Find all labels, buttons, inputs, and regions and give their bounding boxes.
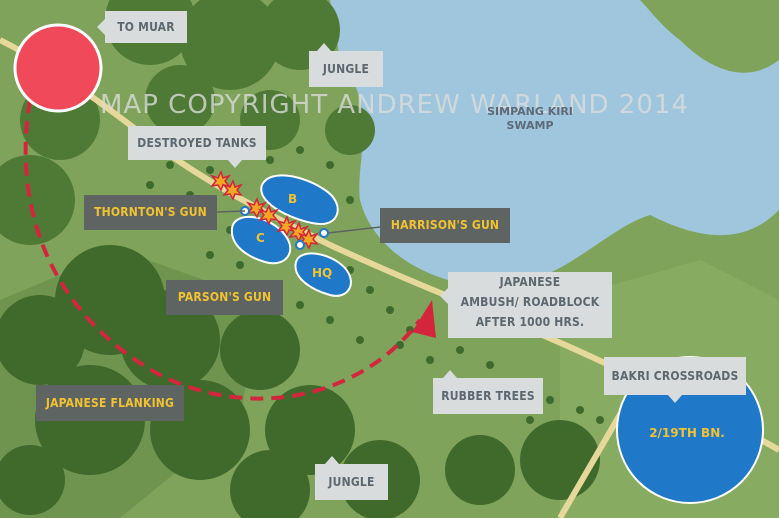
jungle-bottom-label: JUNGLE [328,475,375,489]
to-muar-label: TO MUAR [117,20,175,34]
thornton-callout: THORNTON'S GUN [84,195,217,230]
thornton-label: THORNTON'S GUN [94,205,207,219]
destroyed-tank-markers [209,170,320,250]
ambush-line-2: AMBUSH/ ROADBLOCK [460,295,600,309]
hq-label: HQ [312,266,333,280]
callout-pointer [325,456,339,464]
jungle-top-label: JUNGLE [322,62,370,76]
harrison-label: HARRISON'S GUN [390,218,500,232]
callout-pointer [228,160,242,168]
parson-label: PARSON'S GUN [177,290,272,304]
copyright-watermark: MAP COPYRIGHT ANDREW WARLAND 2014 [100,90,689,120]
callout-pointer [317,43,331,51]
flanking-arrow-path [23,99,422,401]
rubber-trees-label: RUBBER TREES [441,389,535,403]
company-b-label: B [288,192,298,206]
bakri-callout: BAKRI CROSSROADS [604,357,746,403]
harrison-callout: HARRISON'S GUN [380,208,510,243]
callout-pointer [668,395,682,403]
parson-callout: PARSON'S GUN [166,280,283,315]
ambush-line-1: JAPANESE [499,275,561,289]
japanese-ambush-callout: JAPANESE AMBUSH/ ROADBLOCK AFTER 1000 HR… [440,272,612,338]
destroyed-tanks-label: DESTROYED TANKS [137,136,257,150]
swamp-label: SIMPANG KIRI SWAMP [487,105,573,132]
rubber-trees-callout: RUBBER TREES [433,370,543,414]
ambush-line-3: AFTER 1000 HRS. [475,315,585,329]
hq-area [294,252,352,297]
callout-pointer [443,370,457,378]
company-c-area [230,215,292,265]
jungle-bottom-callout: JUNGLE [315,456,388,500]
parson-gun-position [295,240,305,250]
callout-pointer [97,19,105,35]
jungle-top-callout: JUNGLE [309,43,383,87]
battalion-label: 2/19TH BN. [649,426,725,440]
harrison-gun-position [319,228,329,238]
flanking-arrowhead [412,300,436,338]
company-c-label: C [256,231,265,245]
japanese-flanking-callout: JAPANESE FLANKING [36,385,184,421]
bakri-label: BAKRI CROSSROADS [611,369,739,383]
callout-pointer [440,288,448,304]
callout-leaders [216,210,381,234]
destroyed-tanks-callout: DESTROYED TANKS [128,126,266,168]
north-bank [640,0,779,73]
company-b-area [260,174,339,226]
japanese-force-marker [13,23,103,113]
to-muar-callout: TO MUAR [97,11,187,43]
japanese-flanking-label: JAPANESE FLANKING [45,396,175,410]
